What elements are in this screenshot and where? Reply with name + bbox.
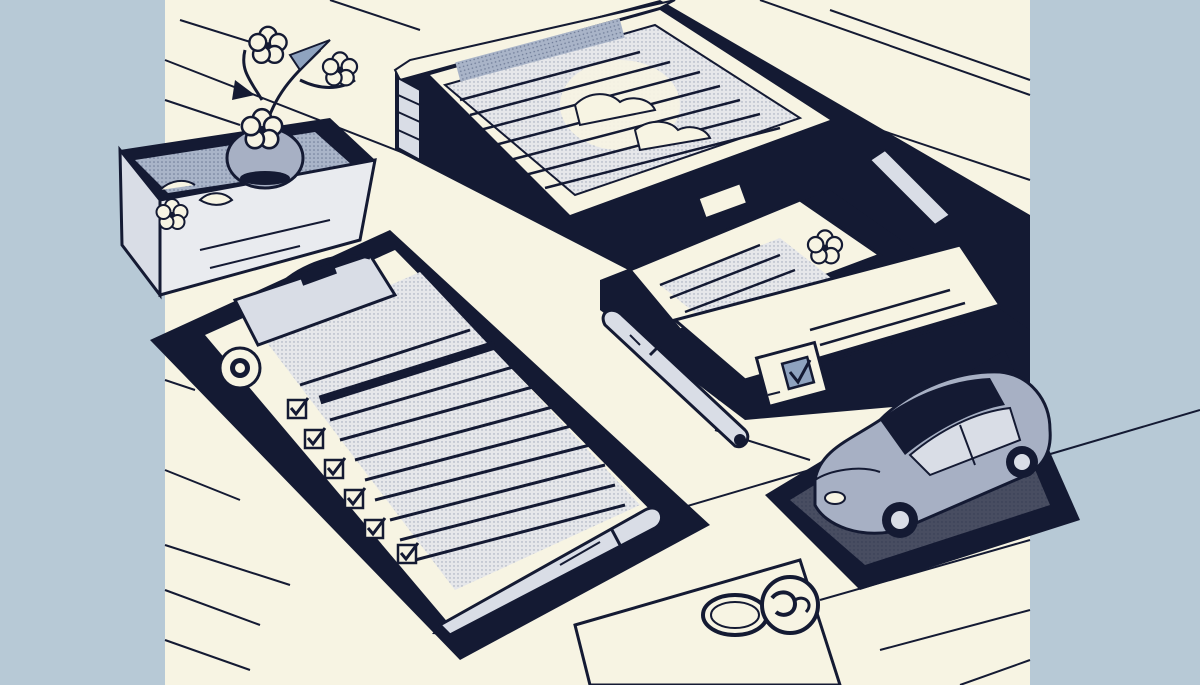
tray-handle [695, 180, 750, 221]
checklist-lines [299, 328, 626, 562]
checkmark-icon [363, 517, 387, 540]
pen-icon [601, 308, 750, 449]
checkmark-icon [323, 457, 347, 480]
car-icon [813, 370, 1052, 538]
document-text-lines [459, 50, 781, 190]
document-stack [600, 190, 1030, 420]
checkmark-icon [286, 397, 310, 420]
key-ring-icon [701, 575, 820, 637]
left-side-panel [0, 0, 165, 685]
checkbox-column [286, 397, 420, 565]
checkmark-icon [396, 542, 420, 565]
checkmark-icon [343, 487, 367, 510]
right-side-panel [1030, 0, 1200, 685]
pen-icon [432, 506, 663, 637]
flower-planter [118, 25, 377, 300]
car-card [765, 350, 1080, 590]
checkmark-icon [303, 427, 327, 450]
